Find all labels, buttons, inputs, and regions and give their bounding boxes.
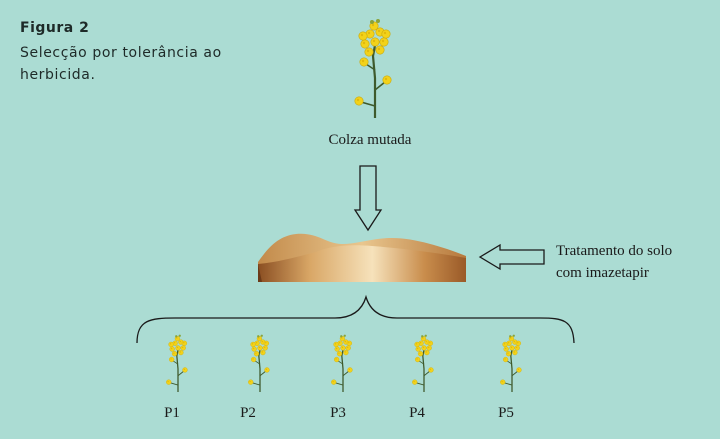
treatment-line-1: Tratamento do solo [556, 243, 673, 259]
soil-icon [258, 233, 466, 282]
population-plant-5-icon [500, 335, 521, 392]
source-plant-icon [355, 19, 391, 118]
population-label-1: P1 [164, 405, 180, 421]
population-label-5: P5 [498, 405, 514, 421]
population-label-3: P3 [330, 405, 346, 421]
figure-label: Figura 2 [20, 20, 90, 36]
bracket-brace [136, 294, 575, 344]
population-plant-3-icon [331, 335, 352, 392]
population-label-4: P4 [409, 405, 425, 421]
source-label: Colza mutada [328, 132, 412, 148]
treatment-label: Tratamento do solo com imazetapir [556, 240, 716, 284]
down-arrow-icon [353, 165, 383, 232]
figure-caption: Selecção por tolerância ao herbicida. [20, 45, 222, 83]
treatment-line-2: com imazetapir [556, 265, 649, 281]
population-plant-1-icon [166, 335, 187, 392]
population-plant-2-icon [248, 335, 269, 392]
left-arrow-icon [478, 243, 545, 271]
population-label-2: P2 [240, 405, 256, 421]
population-plant-4-icon [412, 335, 433, 392]
